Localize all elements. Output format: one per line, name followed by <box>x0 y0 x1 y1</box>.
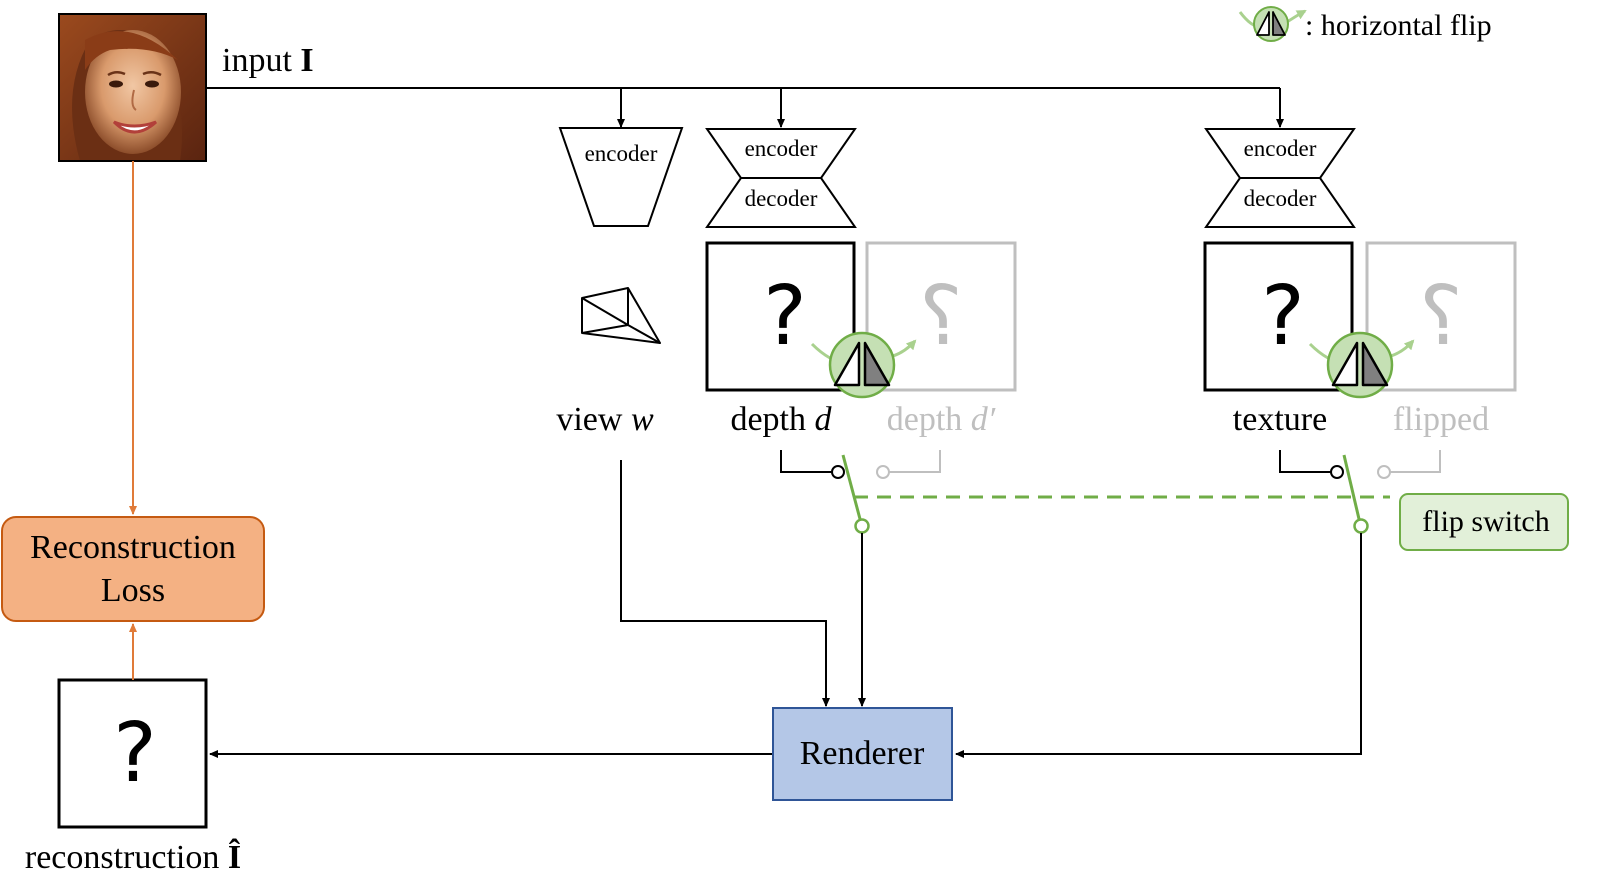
legend-text: : horizontal flip <box>1305 9 1492 42</box>
renderer-label: Renderer <box>800 735 925 772</box>
depth-label: depth d <box>730 401 832 438</box>
view-label: view w <box>556 401 654 438</box>
flip-switch-label: flip switch <box>1422 505 1550 538</box>
depth-switch <box>780 450 941 534</box>
texture-encoder-decoder: encoder decoder <box>1204 128 1356 228</box>
texture-flipped-label: flipped <box>1393 401 1489 438</box>
depth-flipped-label: depth d′ <box>887 401 996 438</box>
depth-encoder-decoder: encoder decoder <box>705 128 857 228</box>
view-encoder: encoder <box>558 127 684 227</box>
view-encoder-label: encoder <box>585 141 658 166</box>
texture-label: texture <box>1233 401 1327 438</box>
loss-label-line1: Reconstruction <box>30 529 236 566</box>
flip-icon <box>1253 6 1289 42</box>
camera-icon <box>581 287 661 344</box>
renderer-connectors <box>209 460 1362 758</box>
texture-flip-operator <box>1308 331 1415 399</box>
flip-legend: : horizontal flip <box>1238 6 1492 42</box>
input-image <box>58 13 207 162</box>
input-label: input I <box>222 42 314 79</box>
flip-switch-badge: flip switch <box>1399 493 1569 551</box>
reconstruction-placeholder: ? <box>113 706 157 801</box>
depth-flipped-placeholder: ? <box>919 269 963 364</box>
depth-flip-icon <box>828 331 896 399</box>
texture-flip-icon <box>1326 331 1394 399</box>
reconstruction-label: reconstruction Î <box>25 838 241 876</box>
renderer-block: Renderer <box>772 707 953 801</box>
input-connectors <box>206 87 1284 128</box>
loss-label-line2: Loss <box>101 572 165 609</box>
texture-encoder-label: encoder <box>1244 136 1317 161</box>
depth-flip-operator <box>810 331 917 399</box>
depth-decoder-label: decoder <box>745 186 818 211</box>
texture-flipped-placeholder: ? <box>1419 269 1463 364</box>
reconstruction-loss-block: Reconstruction Loss <box>1 516 265 622</box>
texture-switch <box>1279 450 1441 534</box>
texture-placeholder: ? <box>1261 269 1305 364</box>
depth-panel: ? <box>705 241 856 392</box>
reconstruction-panel: ? <box>57 678 208 829</box>
texture-flipped-panel: ? <box>1365 241 1517 392</box>
texture-decoder-label: decoder <box>1244 186 1317 211</box>
depth-encoder-label: encoder <box>745 136 818 161</box>
depth-placeholder: ? <box>763 269 807 364</box>
